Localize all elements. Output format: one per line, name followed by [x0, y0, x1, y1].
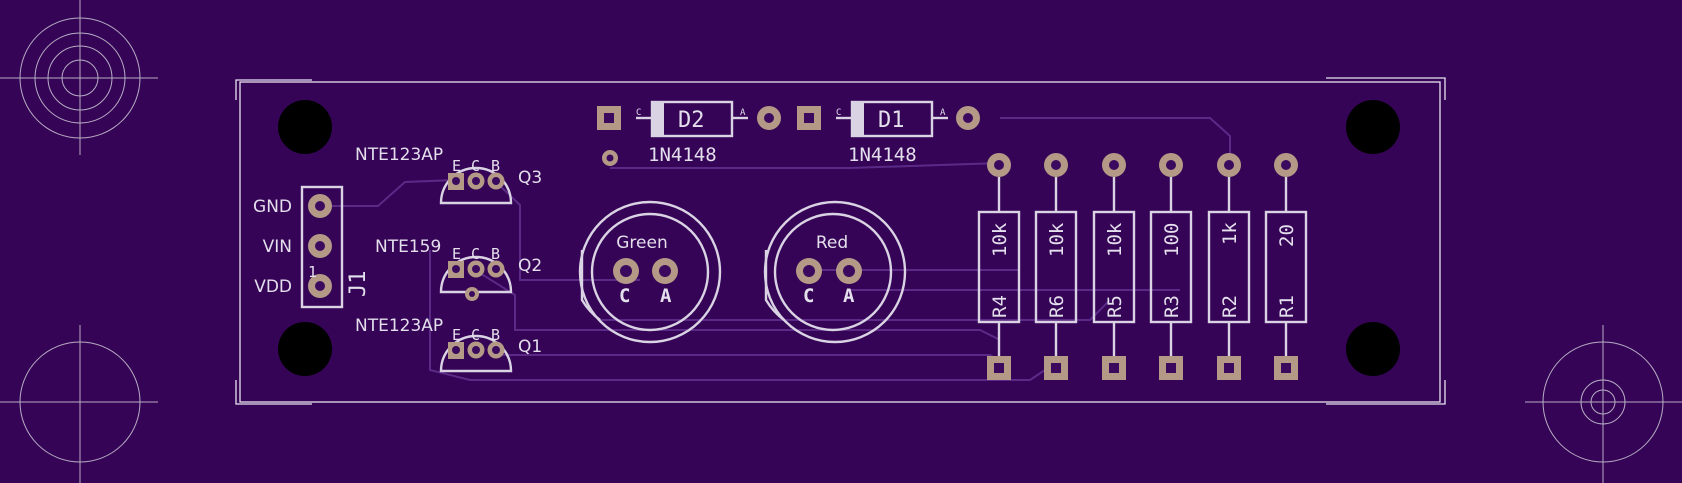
- diode-ref-label: D1: [878, 108, 905, 133]
- resistor-r2: 1k R2: [1207, 153, 1251, 380]
- diode-d2: C A D2 1N4148: [597, 100, 781, 166]
- transistor-part-label: NTE123AP: [355, 145, 443, 165]
- resistor-value-label: 1k: [1219, 222, 1241, 245]
- led-red: Red C A: [763, 200, 907, 344]
- transistor-pin-label: B: [491, 245, 500, 263]
- connector-pin-label: GND: [253, 197, 292, 217]
- resistor-value-label: 100: [1161, 223, 1183, 257]
- connector-pad-vin: [308, 234, 332, 258]
- resistor-ref-label: R2: [1219, 295, 1241, 318]
- registration-mark-bottom-left: [0, 325, 158, 483]
- led-pin-label: A: [660, 285, 672, 307]
- diode-d1: C A D1 1N4148: [797, 100, 980, 166]
- led-pin-label: C: [803, 285, 814, 307]
- registration-mark-bottom-right: [1525, 325, 1682, 483]
- connector-pad-gnd: [308, 194, 332, 218]
- copper-traces: [320, 117, 1231, 381]
- resistor-ref-label: R5: [1104, 295, 1126, 318]
- led-pin-label: A: [843, 285, 855, 307]
- transistor-pin-label: E: [452, 157, 461, 175]
- connector-ref-label: J1: [346, 271, 371, 298]
- mounting-hole-top-right: [1346, 100, 1400, 154]
- transistor-q1: E C B NTE123AP Q1: [355, 316, 542, 373]
- mounting-hole-bottom-right: [1346, 322, 1400, 376]
- mounting-hole-top-left: [278, 100, 332, 154]
- transistor-ref-label: Q3: [518, 168, 542, 188]
- transistor-pin-label: E: [452, 245, 461, 263]
- transistor-part-label: NTE159: [375, 237, 441, 257]
- via: [602, 150, 618, 166]
- transistor-q3: E C B NTE123AP Q3: [355, 145, 542, 205]
- diode-anode-mark: A: [740, 108, 746, 118]
- resistor-value-label: 10k: [1104, 222, 1126, 257]
- transistor-q2: E C B NTE159 Q2: [375, 237, 542, 301]
- diode-part-label: 1N4148: [648, 144, 717, 166]
- diode-part-label: 1N4148: [848, 144, 917, 166]
- transistor-part-label: NTE123AP: [355, 316, 443, 336]
- resistor-r4: 10k R4: [977, 153, 1021, 380]
- connector-pin-label: VIN: [263, 237, 292, 257]
- led-green: Green C A: [578, 200, 722, 344]
- resistor-ref-label: R4: [989, 295, 1011, 318]
- connector-j1: GND VIN VDD 1 J1: [253, 185, 371, 309]
- transistor-pin-label: B: [491, 326, 500, 344]
- resistor-value-label: 10k: [989, 222, 1011, 257]
- resistor-r1: 20 R1: [1264, 153, 1308, 380]
- mounting-hole-bottom-left: [278, 322, 332, 376]
- diode-cathode-mark: C: [836, 108, 841, 118]
- transistor-pin-label: B: [491, 157, 500, 175]
- resistor-ref-label: R1: [1276, 295, 1298, 318]
- resistor-r6: 10k R6: [1034, 153, 1078, 380]
- transistor-pin-label: C: [471, 326, 480, 344]
- diode-cathode-mark: C: [636, 108, 641, 118]
- led-pin-label: C: [619, 285, 630, 307]
- resistor-r5: 10k R5: [1092, 153, 1136, 380]
- transistor-pin-label: E: [452, 326, 461, 344]
- connector-pin-label: VDD: [254, 277, 292, 297]
- transistor-pin-label: C: [471, 157, 480, 175]
- board-outline: [235, 77, 1446, 405]
- led-name-label: Red: [816, 233, 848, 253]
- resistor-r3: 100 R3: [1149, 153, 1193, 380]
- resistor-ref-label: R6: [1046, 295, 1068, 318]
- registration-mark-top-left: [0, 0, 158, 155]
- transistor-ref-label: Q1: [518, 337, 542, 357]
- led-name-label: Green: [616, 233, 667, 253]
- connector-pad-vdd: [308, 274, 332, 298]
- resistor-ref-label: R3: [1161, 295, 1183, 318]
- connector-pin1-mark: 1: [308, 263, 317, 281]
- transistor-ref-label: Q2: [518, 256, 542, 276]
- resistor-value-label: 10k: [1046, 222, 1068, 257]
- diode-anode-mark: A: [940, 108, 946, 118]
- resistor-value-label: 20: [1276, 224, 1298, 247]
- transistor-pin-label: C: [471, 245, 480, 263]
- mounting-holes: [278, 100, 1400, 376]
- diode-ref-label: D2: [678, 108, 705, 133]
